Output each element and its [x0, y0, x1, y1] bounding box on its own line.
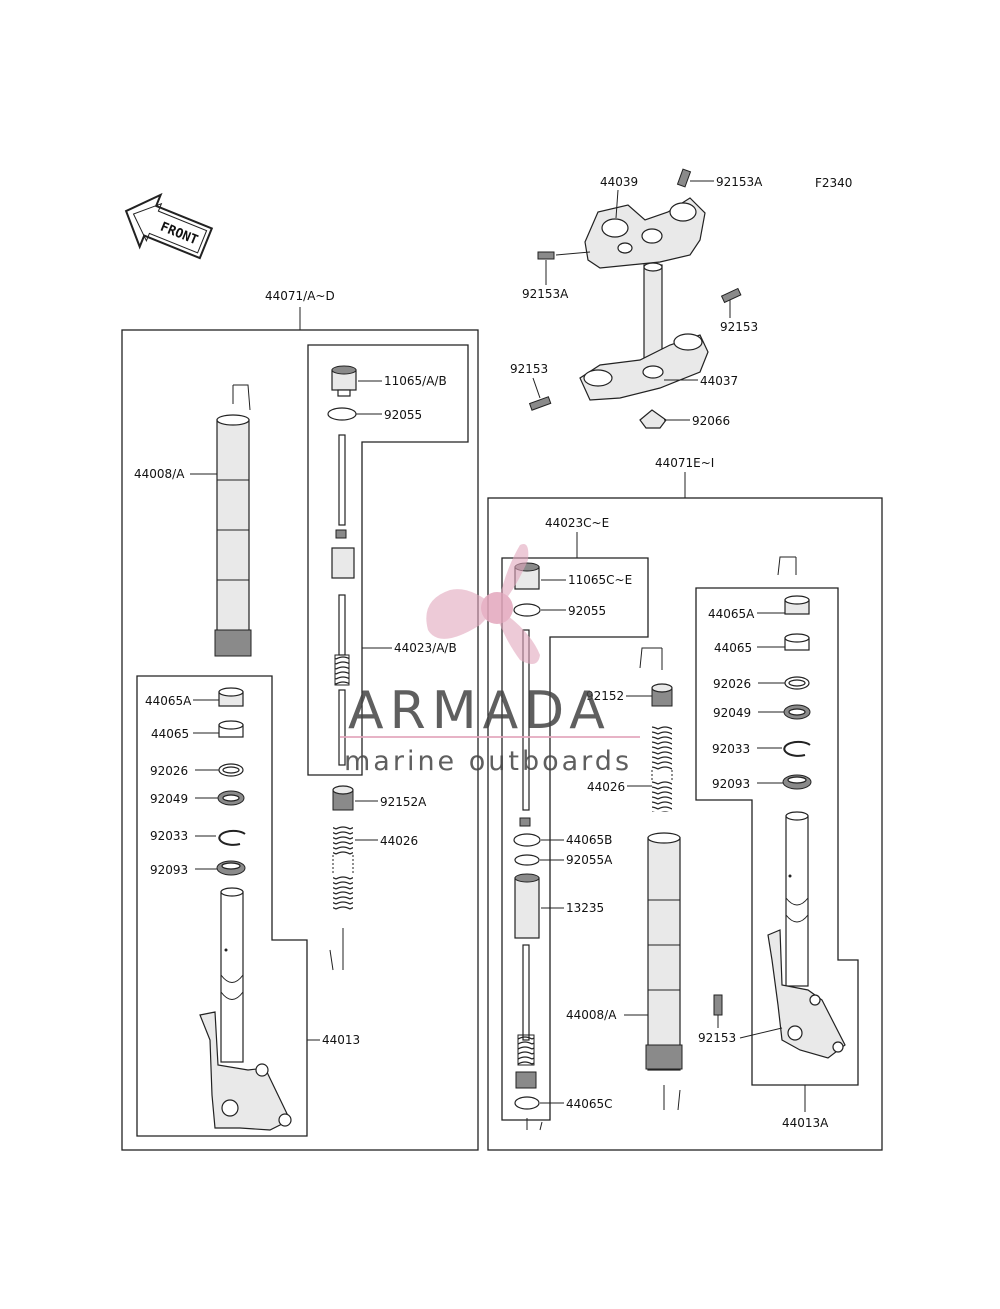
label-92093-right: 92093 [712, 777, 750, 791]
label-92033-right: 92033 [712, 742, 750, 756]
label-92153A-top: 92153A [716, 175, 763, 189]
label-44065C: 44065C [566, 1097, 613, 1111]
label-92049-left: 92049 [150, 792, 188, 806]
label-44039: 44039 [600, 175, 638, 189]
steering-stem [579, 262, 709, 401]
oring-92055-right [513, 603, 541, 617]
damper-rod-left [331, 434, 355, 766]
lower-rod-right [515, 944, 537, 1089]
label-44065A-left: 44065A [145, 694, 192, 708]
bushing-44065A-right [784, 595, 810, 615]
label-44008-right: 44008/A [566, 1008, 617, 1022]
label-44013-left: 44013 [322, 1033, 360, 1047]
label-44037: 44037 [700, 374, 738, 388]
cylinder-13235 [514, 873, 540, 939]
bushing-44065-right [784, 633, 810, 651]
label-44013A: 44013A [782, 1116, 829, 1130]
washer-92026-left [218, 763, 244, 777]
upper-bracket [584, 197, 706, 269]
oring-92055A [514, 854, 540, 866]
label-92153-right-axle: 92153 [698, 1031, 736, 1045]
oil-seal-92049-right [783, 704, 811, 720]
right-cartridge-box [501, 557, 649, 1121]
label-92055-right: 92055 [568, 604, 606, 618]
armada-watermark: ARMADA marine outboards [340, 544, 640, 777]
label-92066: 92066 [692, 414, 730, 428]
inner-tube-left [199, 887, 292, 1131]
label-44065-left: 44065 [151, 727, 189, 741]
label-44008-left: 44008/A [134, 467, 185, 481]
label-44065-right: 44065 [714, 641, 752, 655]
right-group-box [487, 497, 883, 1151]
nut-92066 [639, 409, 667, 429]
circlip-92033-left [218, 829, 246, 846]
label-right-group: 44071E~I [655, 456, 714, 470]
left-lower-box [136, 675, 308, 1137]
bolt-92153-left [528, 396, 552, 411]
left-group-box [121, 329, 479, 1151]
outer-tube-right [645, 832, 683, 1071]
washer-92026-right [784, 676, 810, 690]
label-92153A-left: 92153A [522, 287, 569, 301]
propeller-logo-icon [426, 544, 540, 664]
inner-tube-right [767, 811, 846, 1059]
bolt-92153-right [720, 287, 742, 304]
label-92055-left: 92055 [384, 408, 422, 422]
damper-rod-right [519, 629, 531, 827]
bolt-92153A-left [537, 251, 555, 260]
left-cartridge-box [307, 344, 469, 776]
watermark-brand: ARMADA [348, 681, 611, 741]
label-44065B: 44065B [566, 833, 612, 847]
label-44023-left: 44023/A/B [394, 641, 457, 655]
oring-44065B [513, 833, 541, 847]
label-92026-left: 92026 [150, 764, 188, 778]
oring-92055-left [327, 407, 357, 421]
outer-tube-left [214, 414, 252, 657]
label-92093-left: 92093 [150, 863, 188, 877]
circlip-92033-right [783, 740, 811, 757]
label-92153-left: 92153 [510, 362, 548, 376]
spring-44026-right [651, 725, 673, 812]
label-11065C: 11065C~E [568, 573, 632, 587]
label-92026-right: 92026 [713, 677, 751, 691]
nut-92152 [651, 683, 673, 707]
label-92152A: 92152A [380, 795, 427, 809]
label-44065A-right: 44065A [708, 607, 755, 621]
bolt-92153A-top [676, 168, 692, 188]
oil-seal-92049-left [217, 790, 245, 806]
bolt-92153-right-axle [713, 994, 723, 1016]
right-lower-box [695, 587, 859, 1086]
label-92055A: 92055A [566, 853, 613, 867]
bushing-44065A-left [218, 687, 244, 707]
nut-92152A [332, 785, 354, 811]
label-left-group: 44071/A~D [265, 289, 335, 303]
label-92049-right: 92049 [713, 706, 751, 720]
front-arrow-icon: FRONT [124, 192, 214, 260]
watermark-tagline: marine outboards [344, 746, 632, 777]
label-44023C: 44023C~E [545, 516, 609, 530]
washer-44065C [514, 1096, 540, 1110]
dust-seal-92093-left [216, 860, 246, 876]
label-11065-left: 11065/A/B [384, 374, 447, 388]
label-92153-right: 92153 [720, 320, 758, 334]
label-92152: 92152 [586, 689, 624, 703]
label-44026-right: 44026 [587, 780, 625, 794]
fork-cap-left [331, 365, 357, 397]
label-13235: 13235 [566, 901, 604, 915]
spring-44026-left [332, 825, 354, 910]
bushing-44065-left [218, 720, 244, 738]
dust-seal-92093-right [782, 774, 812, 790]
label-92033-left: 92033 [150, 829, 188, 843]
label-44026-left: 44026 [380, 834, 418, 848]
figure-code: F2340 [815, 176, 852, 190]
